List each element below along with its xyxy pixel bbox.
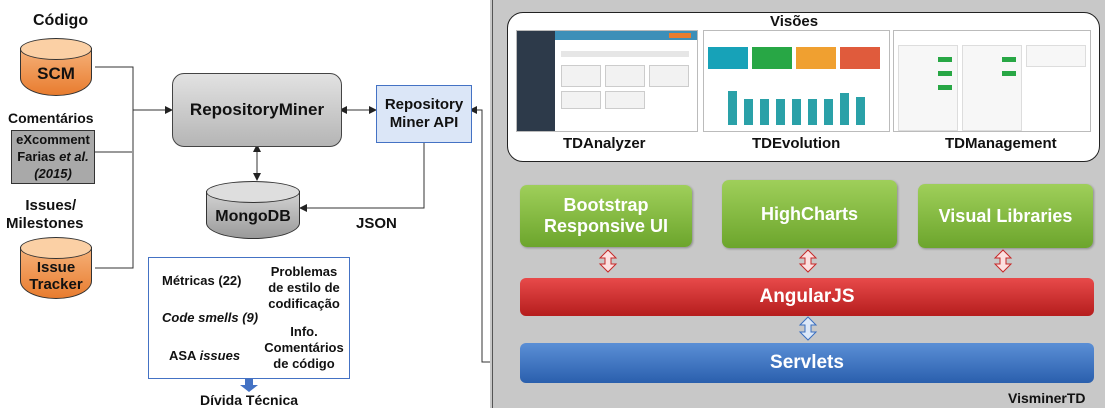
issue-tracker-label: Issue Tracker xyxy=(29,259,83,293)
tdmanagement-label: TDManagement xyxy=(945,135,1057,152)
tdanalyzer-label: TDAnalyzer xyxy=(563,135,646,152)
excomment-box: eXcomment Farias et al. (2015) xyxy=(11,130,95,184)
codigo-label: Código xyxy=(33,12,89,29)
mongodb-label: MongoDB xyxy=(215,208,291,225)
tdanalyzer-thumbnail xyxy=(516,30,698,132)
visual-libraries-box: Visual Libraries xyxy=(918,184,1093,248)
excomment-line1: eXcomment xyxy=(16,132,90,147)
info-comentarios-label: Info. Comentários de código xyxy=(264,324,344,371)
tdmanagement-thumbnail xyxy=(893,30,1091,132)
mongodb-cylinder: MongoDB xyxy=(206,181,300,239)
tdevolution-label: TDEvolution xyxy=(752,135,841,152)
repository-miner-box: RepositoryMiner xyxy=(172,73,342,147)
angularjs-bar: AngularJS xyxy=(520,278,1094,316)
visminertd-label: VisminerTD xyxy=(1008,390,1086,406)
issue-tracker-cylinder: Issue Tracker xyxy=(20,237,92,299)
scm-label: SCM xyxy=(37,64,75,83)
repository-miner-label: RepositoryMiner xyxy=(189,100,325,119)
issues-label: Issues/ Milestones xyxy=(6,197,84,232)
bootstrap-box: Bootstrap Responsive UI xyxy=(520,185,692,247)
json-label: JSON xyxy=(356,215,397,232)
panel-border-left xyxy=(492,0,493,408)
asa-issues-label: ASA issues xyxy=(169,348,241,363)
excomment-line3: (2015) xyxy=(34,166,72,181)
code-smells-label: Code smells (9) xyxy=(162,310,259,325)
tdevolution-thumbnail xyxy=(703,30,890,132)
servlets-bar: Servlets xyxy=(520,343,1094,383)
excomment-line2: Farias et al. xyxy=(17,149,89,164)
metricas-label: Métricas (22) xyxy=(162,273,242,288)
scm-cylinder: SCM xyxy=(20,38,92,96)
metrics-box: Métricas (22) Code smells (9) ASA issues… xyxy=(148,257,350,379)
highcharts-box: HighCharts xyxy=(722,180,897,248)
repository-miner-api-box: Repository Miner API xyxy=(376,85,472,143)
problemas-label: Problemas de estilo de codificação xyxy=(268,264,340,311)
divida-tecnica-label: Dívida Técnica xyxy=(200,392,299,408)
visoes-title: Visões xyxy=(770,13,819,30)
comentarios-label: Comentários xyxy=(8,110,94,126)
